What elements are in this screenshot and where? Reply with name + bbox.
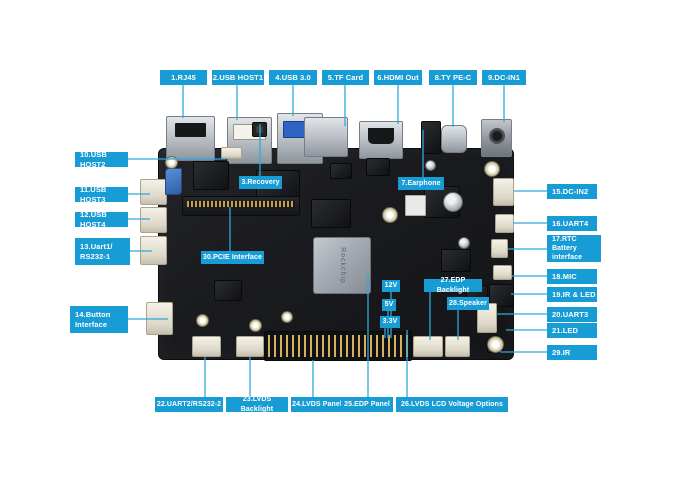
ir-led-header (489, 284, 514, 307)
rtc-battery-header (491, 239, 508, 258)
hdmi-connector (359, 121, 403, 159)
button-interface-header (146, 302, 173, 335)
antenna-component (165, 168, 182, 195)
callout-label-2: 2.USB HOST1 (212, 70, 264, 85)
callout-label-v5: 5V (382, 299, 396, 311)
callout-label-13: 13.Uart1/ RS232-1 (75, 238, 130, 265)
pmic-chip (441, 249, 471, 272)
mounting-hole-bl1 (196, 314, 209, 327)
callout-label-18: 18.MIC (547, 269, 597, 284)
callout-label-3: 3.Recovery (239, 176, 282, 189)
small-chip-1 (330, 163, 352, 179)
callout-label-8: 8.TY PE-C (429, 70, 477, 85)
callout-label-28: 28.Speaker (447, 297, 489, 310)
edp-backlight-connector (413, 336, 443, 357)
callout-label-19: 19.IR & LED (547, 287, 597, 302)
callout-label-5: 5.TF Card (322, 70, 369, 85)
uart1-header (140, 236, 167, 265)
mounting-hole-mid (382, 207, 398, 223)
rj45-port-opening (175, 123, 206, 137)
callout-label-17: 17.RTC Battery interface (547, 235, 601, 262)
lvds-edp-pin-header (264, 331, 412, 361)
lvds-backlight-connector (236, 336, 264, 357)
mounting-hole-bl2 (249, 319, 262, 332)
callout-label-4: 4.USB 3.0 (269, 70, 317, 85)
mounting-hole-bm (281, 311, 293, 323)
usb-host4-header (140, 207, 167, 233)
component-block (421, 121, 441, 154)
dc-in1-barrel (489, 128, 505, 144)
usb-host3-header (140, 179, 167, 205)
callout-label-24: 24.LVDS Panel (291, 397, 343, 412)
soc-chip-label: Rockchip (338, 247, 346, 284)
callout-label-v12: 12V (382, 280, 400, 292)
emmc-chip (311, 199, 351, 228)
small-chip-4 (214, 280, 242, 301)
callout-label-16: 16.UART4 (547, 216, 597, 231)
tf-card-slot (304, 117, 348, 157)
mounting-hole-tr (484, 161, 500, 177)
small-chip-2 (366, 158, 390, 176)
hdmi-port-opening (368, 128, 394, 144)
capacitor-1 (443, 192, 463, 212)
callout-label-11: 11.USB HOST3 (75, 185, 128, 204)
crystal-component (405, 195, 426, 216)
callout-label-7: 7.Earphone (398, 177, 444, 190)
capacitor-3 (458, 237, 470, 249)
callout-label-23: 23.LVDS Backlight (226, 396, 288, 413)
mic-header (493, 265, 512, 280)
callout-label-v33: 3.3V (380, 316, 400, 328)
recovery-button (252, 122, 267, 137)
ram-chip-1 (193, 161, 229, 190)
callout-label-26: 26.LVDS LCD Voltage Options (396, 397, 508, 412)
callout-label-20: 20.UART3 (547, 307, 597, 322)
uart2-connector (192, 336, 221, 357)
callout-label-25: 25.EDP Panel (341, 397, 393, 412)
callout-label-29: 29.IR (547, 345, 597, 360)
callout-label-12: 12.USB HOST4 (75, 210, 128, 229)
callout-label-1: 1.RJ45 (160, 70, 207, 85)
usb-host2-header (221, 147, 242, 159)
callout-label-14: 14.Button Interface (70, 306, 128, 333)
callout-label-9: 9.DC-IN1 (482, 70, 526, 85)
capacitor-2 (425, 160, 436, 171)
callout-label-6: 6.HDMI Out (374, 70, 422, 85)
callout-label-22: 22.UART2/RS232-2 (155, 397, 223, 412)
mounting-hole-br (487, 336, 504, 353)
dc-in1-jack (481, 119, 512, 157)
mounting-hole-tl (165, 156, 178, 169)
uart4-header (495, 214, 514, 233)
dc-in2-header (493, 178, 514, 206)
callout-label-27: 27.EDP Backlight (424, 277, 482, 294)
callout-label-21: 21.LED (547, 323, 597, 338)
speaker-connector (445, 336, 470, 357)
type-c-connector (441, 125, 467, 153)
callout-label-15: 15.DC-IN2 (547, 184, 597, 199)
rj45-connector (166, 116, 215, 161)
callout-label-30: 30.PCIE Interface (201, 251, 264, 264)
pcie-m2-slot (182, 196, 300, 216)
callout-label-10: 10.USB HOST2 (75, 150, 128, 169)
soc-chip: Rockchip (313, 237, 371, 294)
